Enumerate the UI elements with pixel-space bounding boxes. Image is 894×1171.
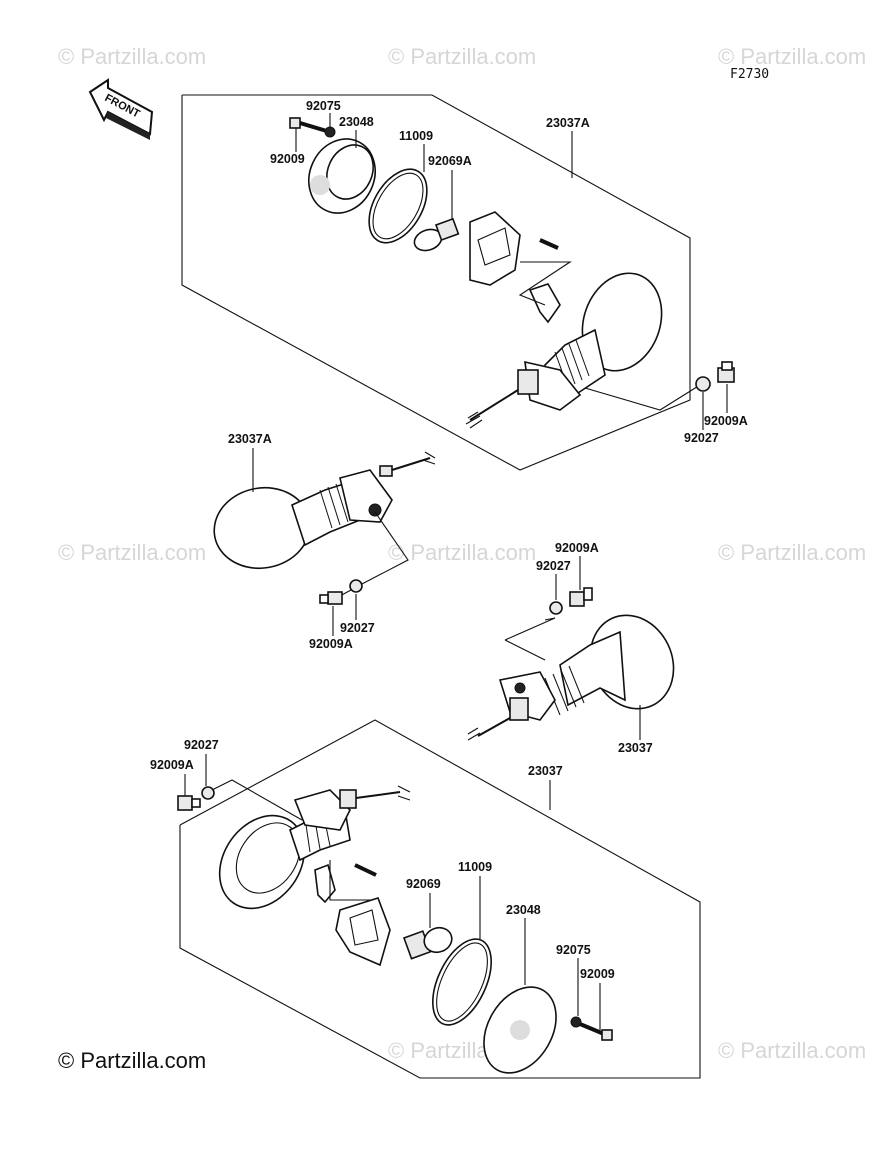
watermark: © Partzilla.com — [388, 44, 536, 69]
bolt-92009A-icon — [319, 591, 343, 605]
turn-signal-23037-housing-icon — [218, 785, 411, 910]
part-label: 92027 — [684, 431, 719, 445]
watermark: © Partzilla.com — [58, 44, 206, 69]
nut-92027-icon — [695, 376, 711, 392]
part-label: 92075 — [306, 99, 341, 113]
gasket-11009-icon — [368, 168, 428, 244]
turn-signal-23037A-icon — [465, 272, 663, 429]
watermark: © Partzilla.com — [718, 1038, 866, 1063]
part-label: 92027 — [184, 738, 219, 752]
part-label: 23037 — [618, 741, 653, 755]
gasket-11009-icon — [432, 938, 492, 1026]
copyright-text: © Partzilla.com — [58, 1048, 206, 1073]
assembly-box-d — [179, 719, 701, 1079]
labels-d: 92027 92009A 23037 11009 92069 23048 920… — [150, 738, 615, 1030]
figure-code: F2730 — [730, 67, 769, 82]
part-label: 92009A — [150, 758, 194, 772]
turn-signal-23037-icon — [467, 614, 675, 741]
screw-92009-icon — [579, 1022, 613, 1041]
nut-92027-icon — [549, 601, 563, 615]
part-label: 23048 — [339, 115, 374, 129]
watermark: © Partzilla.com — [388, 540, 536, 565]
clip-icon — [314, 863, 336, 904]
part-label: 11009 — [458, 860, 492, 874]
labels-c: 92009A 92027 23037 — [536, 541, 653, 755]
lens-23048-icon — [308, 138, 376, 214]
part-label: 92027 — [340, 621, 375, 635]
watermark: © Partzilla.com — [718, 540, 866, 565]
clip-icon — [528, 283, 561, 324]
part-label: 23037A — [546, 116, 590, 130]
part-label: 92069 — [406, 877, 441, 891]
assembly-box-a — [181, 94, 691, 471]
part-label: 92009A — [704, 414, 748, 428]
socket-bracket-icon — [335, 897, 391, 967]
lens-23048-icon — [483, 986, 557, 1074]
washer-92075-icon — [324, 126, 336, 138]
nut-92027-icon — [201, 786, 215, 800]
part-label: 23037A — [228, 432, 272, 446]
small-screw-icon — [354, 863, 377, 877]
part-label: 92009 — [580, 967, 615, 981]
part-label: 92027 — [536, 559, 571, 573]
part-label: 92069A — [428, 154, 472, 168]
turn-signal-23037A-left-icon — [213, 451, 436, 570]
bolt-92009A-icon — [569, 587, 593, 607]
watermark: © Partzilla.com — [718, 44, 866, 69]
part-label: 92009A — [309, 637, 353, 651]
part-label: 11009 — [399, 129, 433, 143]
labels-a: 92075 23048 92009 11009 92069A 23037A 92… — [270, 99, 748, 445]
bolt-92009A-icon — [177, 795, 201, 811]
labels-b: 23037A 92027 92009A — [228, 432, 375, 651]
watermarks: © Partzilla.com © Partzilla.com © Partzi… — [58, 44, 866, 1063]
watermark: © Partzilla.com — [58, 540, 206, 565]
part-label: 23037 — [528, 764, 563, 778]
front-arrow-icon: FRONT — [88, 78, 154, 140]
bulb-92069-icon — [402, 926, 453, 960]
socket-bracket-icon — [469, 211, 521, 286]
part-label: 92009 — [270, 152, 305, 166]
part-label: 92009A — [555, 541, 599, 555]
washer-92075-icon — [570, 1016, 582, 1028]
bolt-92009A-icon — [717, 361, 735, 383]
part-label: 23048 — [506, 903, 541, 917]
small-screw-icon — [539, 238, 559, 250]
bulb-92069A-icon — [413, 217, 460, 252]
part-label: 92075 — [556, 943, 591, 957]
nut-92027-icon — [349, 579, 363, 593]
